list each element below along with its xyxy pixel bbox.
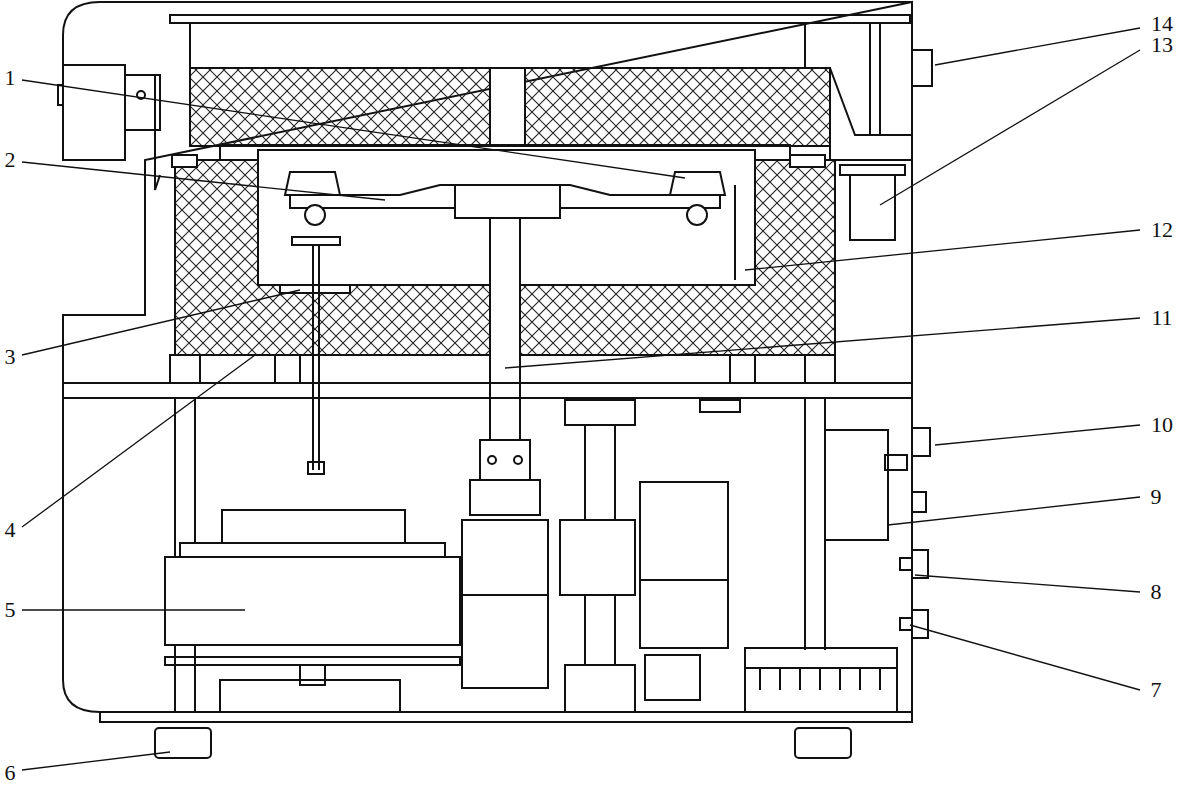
- callout-number: 12: [1150, 219, 1174, 241]
- callout-number: 8: [1150, 581, 1163, 603]
- callout-number: 7: [1150, 679, 1163, 701]
- callout-number: 9: [1150, 486, 1163, 508]
- callout-number: 14: [1150, 13, 1174, 35]
- callout-number: 10: [1150, 414, 1174, 436]
- callout-number: 4: [4, 519, 17, 541]
- callout-number: 5: [4, 599, 17, 621]
- leader-lines: [22, 28, 1140, 770]
- callout-number: 1: [4, 67, 17, 89]
- callout-number: 2: [4, 149, 17, 171]
- callout-number: 13: [1150, 34, 1174, 56]
- callout-number: 6: [4, 762, 17, 784]
- callout-number: 3: [4, 346, 17, 368]
- callout-number: 11: [1150, 307, 1173, 329]
